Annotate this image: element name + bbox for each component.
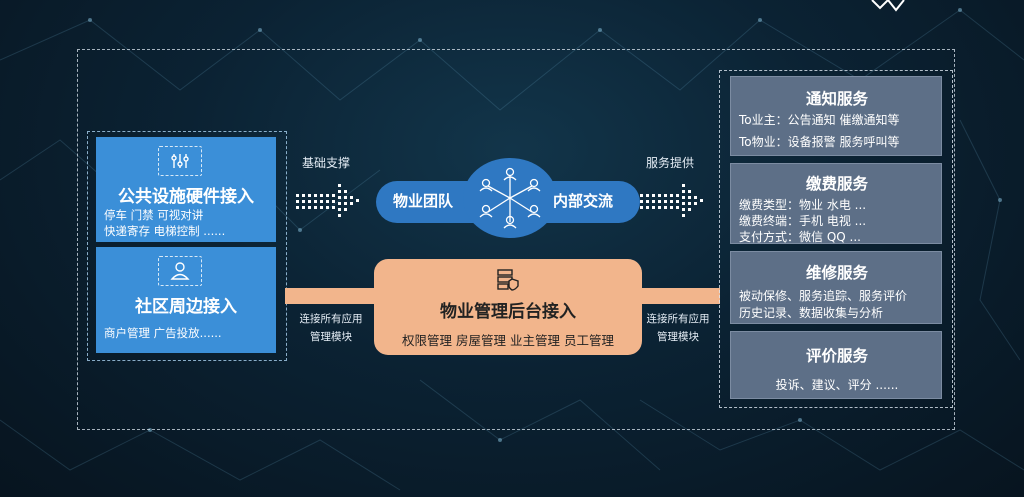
left-arrow-icon [296, 184, 359, 217]
backend-subtitle: 权限管理 房屋管理 业主管理 员工管理 [402, 333, 614, 348]
right-group-frame [719, 70, 953, 408]
backend-title: 物业管理后台接入 [440, 302, 576, 322]
facility-icon [158, 146, 202, 176]
outer-frame [77, 49, 955, 430]
right-connector-label: 连接所有应用 管理模块 [633, 310, 723, 346]
community-icon [158, 256, 202, 286]
right-connector-bar [640, 288, 720, 304]
right-arrow-icon [640, 184, 703, 217]
payment-service-line3: 支付方式：微信 QQ ... [739, 230, 861, 244]
notify-service-box: 通知服务 To业主：公告通知 催缴通知等 To物业：设备报警 服务呼叫等 [730, 76, 942, 156]
right-connector-line2: 管理模块 [657, 331, 699, 343]
left-connector-bar [285, 288, 377, 304]
payment-service-line1: 缴费类型：物业 水电 ... [739, 198, 867, 212]
review-service-line1: 投诉、建议、评分 ...... [775, 378, 899, 392]
notify-service-line1: To业主：公告通知 催缴通知等 [739, 113, 900, 127]
review-service-box: 评价服务 投诉、建议、评分 ...... [730, 331, 942, 399]
community-title: 社区周边接入 [135, 297, 237, 317]
notify-service-title: 通知服务 [805, 90, 868, 108]
left-arrow-label: 基础支撑 [302, 156, 351, 170]
team-people-icon [479, 167, 541, 229]
repair-service-box: 维修服务 被动保修、服务追踪、服务评价 历史记录、数据收集与分析 [730, 251, 942, 324]
repair-service-title: 维修服务 [805, 264, 868, 282]
notify-service-line2: To物业：设备报警 服务呼叫等 [739, 135, 900, 149]
left-connector-line1: 连接所有应用 [299, 313, 363, 325]
team-left-text: 物业团队 [393, 192, 454, 210]
public-facilities-box: 公共设施硬件接入 停车 门禁 可视对讲 快递寄存 电梯控制 ...... [96, 137, 276, 242]
community-box: 社区周边接入 商户管理 广告投放...... [96, 247, 276, 353]
review-service-title: 评价服务 [805, 347, 868, 365]
left-connector-label: 连接所有应用 管理模块 [286, 310, 376, 346]
server-shield-icon [497, 269, 519, 291]
team-right-text: 内部交流 [553, 192, 614, 210]
left-group-frame [87, 131, 287, 361]
repair-service-line1: 被动保修、服务追踪、服务评价 [739, 289, 908, 303]
right-arrow-label: 服务提供 [646, 156, 695, 170]
right-connector-line1: 连接所有应用 [646, 313, 710, 325]
repair-service-line2: 历史记录、数据收集与分析 [739, 306, 884, 320]
public-facilities-line1: 停车 门禁 可视对讲 [104, 208, 204, 222]
payment-service-line2: 缴费终端：手机 电视 ... [739, 214, 867, 228]
public-facilities-title: 公共设施硬件接入 [118, 187, 254, 207]
community-line1: 商户管理 广告投放...... [104, 326, 222, 340]
left-connector-line2: 管理模块 [310, 331, 352, 343]
public-facilities-line2: 快递寄存 电梯控制 ...... [104, 224, 226, 238]
payment-service-box: 缴费服务 缴费类型：物业 水电 ... 缴费终端：手机 电视 ... 支付方式：… [730, 163, 942, 244]
payment-service-title: 缴费服务 [805, 175, 868, 193]
backend-box: 物业管理后台接入 权限管理 房屋管理 业主管理 员工管理 [374, 259, 642, 355]
